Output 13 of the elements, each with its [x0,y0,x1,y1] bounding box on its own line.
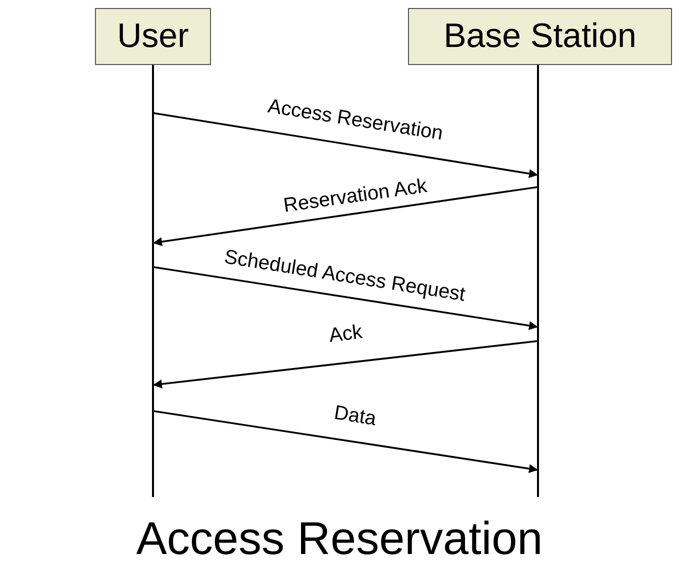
message-arrow [152,340,538,388]
message-arrow [152,410,538,474]
participant-name: User [117,17,189,56]
diagram-caption: Access Reservation [135,515,544,561]
message-label: Access Reservation [266,96,444,144]
participant-name: Base Station [444,17,636,56]
message-label: Ack [327,322,363,346]
message-label: Scheduled Access Request [222,247,467,305]
message-arrow [152,112,538,178]
message-arrow [152,266,538,330]
message-label: Reservation Ack [282,176,428,216]
message-arrow [152,186,538,246]
message-label: Data [332,402,378,430]
